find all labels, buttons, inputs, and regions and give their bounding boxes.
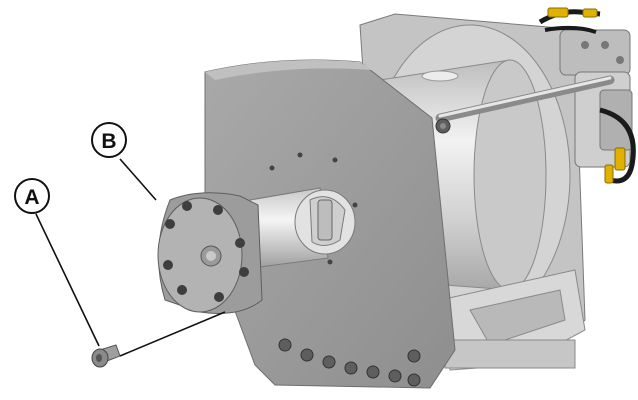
tie-rod <box>435 75 615 123</box>
leader-lines <box>35 158 226 357</box>
callout-b: B <box>91 122 127 158</box>
hydraulic-motor <box>559 29 633 168</box>
bottom-bolt-row <box>278 338 421 387</box>
callout-b-label: B <box>101 130 116 153</box>
callout-a: A <box>14 178 50 214</box>
mount-holes <box>269 152 358 265</box>
screw-part <box>91 344 121 368</box>
plate-bolt <box>435 118 451 134</box>
base-frame <box>439 269 586 371</box>
drive-shaft <box>249 187 356 269</box>
callout-a-label: A <box>24 186 39 209</box>
end-cap <box>157 192 263 314</box>
hydraulic-hoses <box>538 7 636 184</box>
